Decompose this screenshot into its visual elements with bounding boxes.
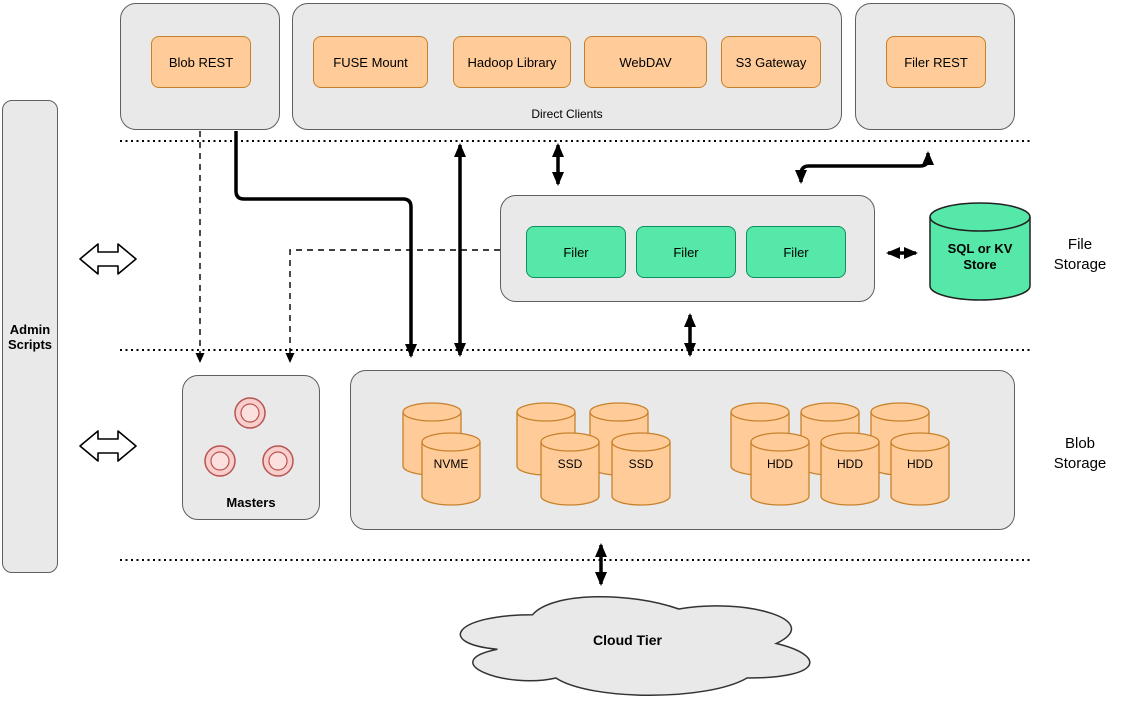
direct-clients-group: FUSE Mount Hadoop Library WebDAV S3 Gate… <box>292 3 842 130</box>
filer-cluster-group: Filer Filer Filer <box>500 195 875 302</box>
cloud-tier-label: Cloud Tier <box>593 632 662 648</box>
arrow-filer-masters <box>285 249 500 363</box>
file-storage-section-label: File Storage <box>1053 236 1107 273</box>
fuse-mount-node: FUSE Mount <box>313 36 428 88</box>
volume-servers-group <box>350 370 1015 530</box>
filer-rest-node: Filer REST <box>886 36 986 88</box>
hadoop-library-node: Hadoop Library <box>453 36 571 88</box>
filer-rest-group: Filer REST <box>855 3 1015 130</box>
volume-label-nvme: NVME <box>433 457 469 471</box>
double-arrow-icon <box>79 430 137 462</box>
admin-scripts-panel: Admin Scripts <box>2 100 58 573</box>
volume-label-hdd: HDD <box>837 457 863 471</box>
sql-kv-store-label: SQL or KV Store <box>947 241 1013 272</box>
volume-label-hdd: HDD <box>767 457 793 471</box>
filer-node: Filer <box>636 226 736 278</box>
masters-label: Masters <box>226 495 276 510</box>
filer-node: Filer <box>746 226 846 278</box>
volume-label-ssd: SSD <box>628 457 654 471</box>
s3-gateway-node: S3 Gateway <box>721 36 821 88</box>
blob-rest-node: Blob REST <box>151 36 251 88</box>
admin-double-arrow-icons <box>79 243 137 462</box>
arrow-filerrest-filer <box>795 151 934 184</box>
dashed-arrows <box>195 131 500 363</box>
double-arrow-icon <box>79 243 137 275</box>
filer-node: Filer <box>526 226 626 278</box>
blob-rest-group: Blob REST <box>120 3 280 130</box>
direct-clients-caption: Direct Clients <box>531 107 603 121</box>
blob-storage-section-label: Blob Storage <box>1053 435 1107 472</box>
admin-scripts-label: Admin Scripts <box>7 321 53 352</box>
arrow-blobrest-to-volumes <box>234 131 417 358</box>
volume-label-hdd: HDD <box>907 457 933 471</box>
volume-label-ssd: SSD <box>557 457 583 471</box>
webdav-node: WebDAV <box>584 36 707 88</box>
